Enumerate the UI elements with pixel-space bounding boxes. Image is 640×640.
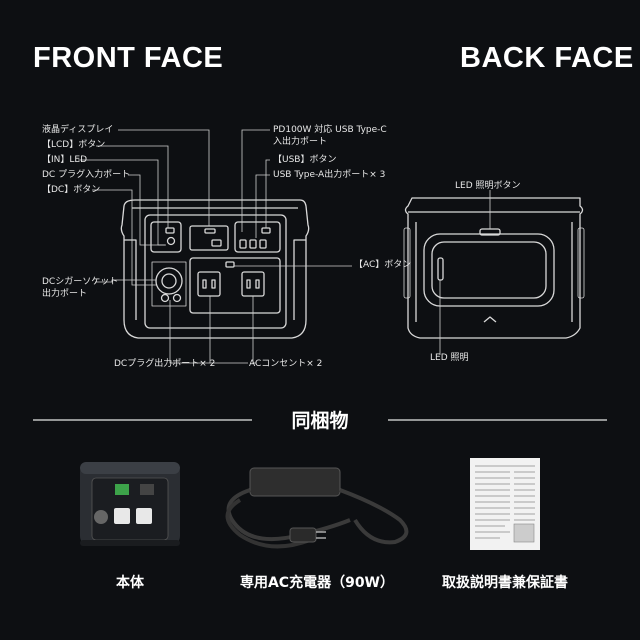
label-lcd-button: 【LCD】ボタン: [42, 140, 106, 150]
ac-charger-photo-art: [225, 467, 409, 549]
caption-manual: 取扱説明書兼保証書: [442, 575, 568, 591]
label-usb-a: USB Type-A出力ポート× 3: [273, 170, 386, 180]
label-dc-plug-out: DCプラグ出力ポート× 2: [114, 359, 216, 369]
ac-outlet-left: [197, 271, 221, 297]
label-usb-button: 【USB】ボタン: [273, 155, 337, 165]
label-pd-port-line2: 入出力ポート: [273, 137, 328, 147]
label-cigar-line2: 出力ポート: [42, 289, 88, 299]
label-ac-outlet: ACコンセント× 2: [249, 359, 323, 369]
front-panel-outline: [144, 214, 287, 329]
label-ac-button: 【AC】ボタン: [354, 260, 412, 270]
label-lcd-display: 液晶ディスプレイ: [42, 125, 114, 135]
contents-heading: 同梱物: [291, 410, 349, 432]
front-unit-outline: [120, 199, 310, 339]
label-led-button: LED 照明ボタン: [455, 181, 521, 191]
label-cigar-line1: DCシガーソケット: [42, 277, 119, 287]
led-panel-shape: [423, 233, 555, 307]
label-pd-port-line1: PD100W 対応 USB Type-C: [273, 125, 387, 135]
label-in-led: 【IN】LED: [42, 155, 88, 165]
label-led-light: LED 照明: [430, 353, 469, 363]
back-unit-outline: [404, 197, 584, 339]
power-station-photo-art: [80, 462, 180, 546]
back-face-title: BACK FACE: [460, 42, 634, 74]
caption-ac-charger: 専用AC充電器（90W）: [239, 575, 395, 591]
front-face-title: FRONT FACE: [33, 42, 224, 74]
label-dc-input: DC プラグ入力ポート: [42, 170, 131, 180]
caption-main-unit: 本体: [116, 575, 144, 591]
manual-photo-art: [470, 458, 540, 550]
cigar-socket-shape: [155, 267, 183, 295]
label-dc-button: 【DC】ボタン: [42, 185, 101, 195]
ac-outlet-right: [241, 271, 265, 297]
